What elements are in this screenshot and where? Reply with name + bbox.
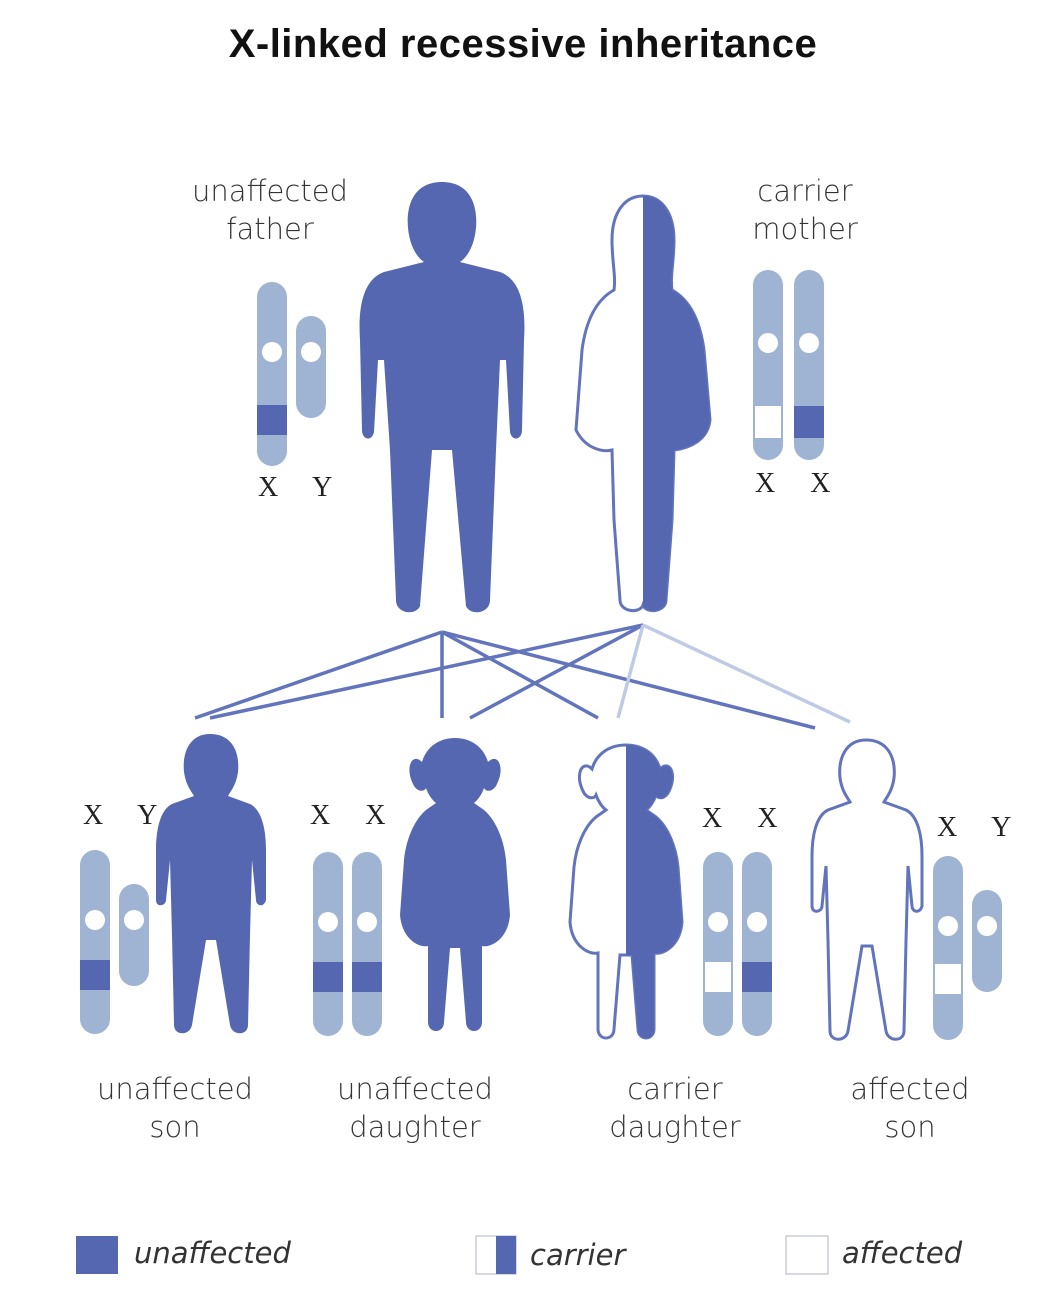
child2-label-line1: unaffected	[337, 1072, 493, 1106]
father-x-centromere	[262, 342, 282, 362]
father-label-line2: father	[226, 212, 314, 246]
child2-figure	[400, 738, 510, 1031]
child3-x2-centromere	[747, 912, 767, 932]
father-chromosome-letters: X Y	[258, 472, 347, 503]
child2-x1-band	[313, 962, 343, 992]
child4-x-chromosome	[933, 856, 963, 1040]
child3-x1-chromosome	[703, 852, 733, 1036]
father-label-line1: unaffected	[192, 174, 348, 208]
mother-figure	[574, 194, 712, 613]
child2-x1-centromere	[318, 912, 338, 932]
mother-label-line2: mother	[752, 212, 858, 246]
father-figure	[359, 182, 525, 613]
line-father-son1	[194, 630, 443, 720]
mother-chromosomes	[753, 270, 824, 460]
child1-label: unaffected son	[70, 1070, 280, 1146]
line-father-daughter2	[441, 630, 599, 720]
child2-chromosome-letters: X X	[310, 800, 400, 831]
legend-affected-swatch	[785, 1235, 829, 1275]
inheritance-lines	[194, 623, 851, 730]
child3-label: carrier daughter	[575, 1070, 775, 1146]
child2-chromosomes	[313, 852, 382, 1036]
child4-y-chromosome	[972, 890, 1002, 992]
child3-x1-centromere	[708, 912, 728, 932]
child1-y-chromosome	[119, 884, 149, 986]
father-chromosomes	[257, 282, 326, 466]
child3-label-line2: daughter	[609, 1110, 741, 1144]
father-y-chromosome	[296, 316, 326, 418]
child1-x-chromosome	[80, 850, 110, 1034]
child4-x-centromere	[938, 916, 958, 936]
child2-x2-chromosome	[352, 852, 382, 1036]
line-mother-son1	[209, 623, 644, 720]
diagram-title: X-linked recessive inheritance	[228, 22, 818, 66]
mother-x2-centromere	[799, 333, 819, 353]
legend-carrier-label: carrier	[530, 1238, 626, 1272]
father-label: unaffected father	[150, 172, 390, 248]
child1-chromosomes	[80, 850, 149, 1034]
child1-x-band	[80, 960, 110, 990]
child4-chromosome-letters: X Y	[937, 812, 1026, 843]
child2-x2-centromere	[357, 912, 377, 932]
legend-unaffected-label: unaffected	[134, 1236, 291, 1270]
child1-chromosome-letters: X Y	[83, 800, 172, 831]
child3-chromosome-letters: X X	[702, 803, 792, 834]
mother-label-line1: carrier	[757, 174, 853, 208]
line-mother-daughter2	[616, 624, 645, 719]
child4-chromosomes	[933, 856, 1002, 1040]
father-x-band	[257, 405, 287, 435]
child1-label-line1: unaffected	[97, 1072, 253, 1106]
child1-x-centromere	[85, 910, 105, 930]
line-mother-daughter1	[469, 623, 644, 720]
child3-label-line1: carrier	[627, 1072, 723, 1106]
child2-label-line2: daughter	[349, 1110, 481, 1144]
child4-label-line1: affected	[850, 1072, 970, 1106]
child2-label: unaffected daughter	[305, 1070, 525, 1146]
mother-x1-band	[755, 406, 781, 438]
child4-label-line2: son	[884, 1110, 936, 1144]
child1-y-centromere	[124, 910, 144, 930]
child3-x1-band	[705, 962, 731, 992]
child3-x2-band	[742, 962, 772, 992]
child2-x1-chromosome	[313, 852, 343, 1036]
line-mother-son2	[642, 623, 851, 724]
legend-unaffected-swatch	[76, 1236, 118, 1274]
father-y-centromere	[301, 342, 321, 362]
child3-figure	[568, 743, 684, 1040]
legend-affected-label: affected	[842, 1236, 963, 1270]
child4-figure	[810, 738, 924, 1041]
mother-x1-centromere	[758, 333, 778, 353]
child4-x-band	[935, 964, 961, 994]
child3-chromosomes	[703, 852, 772, 1036]
child1-figure	[156, 734, 266, 1034]
mother-chromosome-letters: X X	[755, 468, 845, 499]
child2-x2-band	[352, 962, 382, 992]
mother-label: carrier mother	[690, 172, 920, 248]
legend-carrier-swatch-fill	[496, 1236, 516, 1274]
child4-y-centromere	[977, 916, 997, 936]
child4-label: affected son	[815, 1070, 1005, 1146]
child3-x2-chromosome	[742, 852, 772, 1036]
child1-label-line2: son	[149, 1110, 201, 1144]
legend-swatches	[76, 1235, 829, 1275]
father-x-chromosome	[257, 282, 287, 466]
mother-x2-band	[794, 406, 824, 438]
